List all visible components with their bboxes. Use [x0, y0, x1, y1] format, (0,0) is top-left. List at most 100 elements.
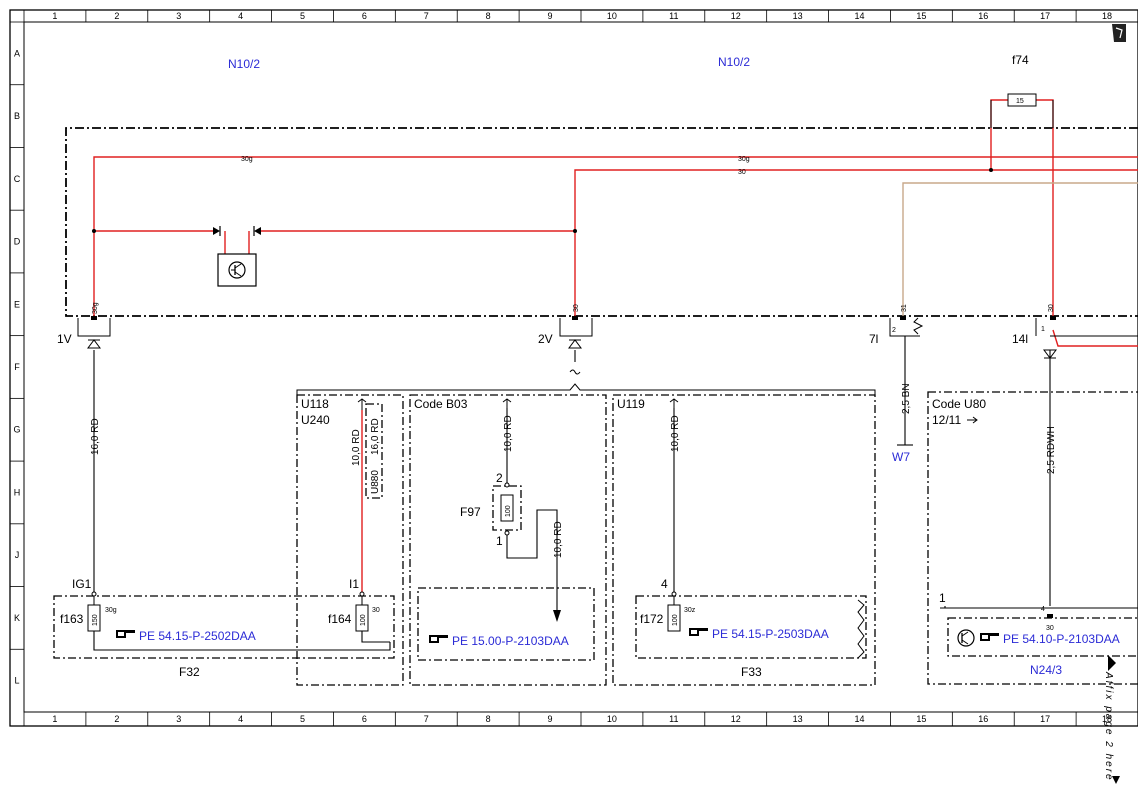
- grid-col-label-13: 13: [793, 11, 803, 21]
- grid-col-label-17: 17: [1040, 11, 1050, 21]
- grid-labels: 1122334455667788991010111112121313141415…: [13, 11, 1112, 724]
- terminal-4b: 4: [1041, 606, 1045, 613]
- reference-pe3[interactable]: PE 54.15-P-2503DAA: [712, 627, 829, 641]
- gauge-10rd-b: 10,0 RD: [503, 415, 514, 452]
- hand-pointer-icon: [429, 635, 448, 643]
- grid-col-label-11: 11: [669, 714, 678, 724]
- grid-col-label-11: 11: [669, 11, 678, 21]
- f164-pin: 30: [372, 607, 380, 614]
- wire-label-30g-left: 30g: [241, 156, 253, 163]
- f97-pin-2: 2: [496, 471, 503, 485]
- u80-ref-arrow: [967, 416, 978, 424]
- small-terminals: [91, 482, 677, 597]
- n24-3-pin: [1047, 614, 1053, 618]
- code-u240: U240: [301, 413, 330, 427]
- grid-col-label-17: 17: [1040, 714, 1050, 724]
- grid-col-label-18: 18: [1102, 11, 1112, 21]
- f172-value: 100: [672, 614, 679, 626]
- gauge-16rd-b: 16,0 RD: [370, 418, 381, 455]
- label-n24-3: N24/3: [1030, 663, 1062, 677]
- tilde-mark: [569, 369, 581, 375]
- brown-wire: [902, 182, 1138, 318]
- n24-3-transistor: [957, 629, 975, 647]
- f97-pin-1: 1: [496, 534, 503, 548]
- grid-col-label-6: 6: [362, 11, 367, 21]
- grid-col-label-13: 13: [793, 714, 803, 724]
- terminal-hooks: [357, 398, 679, 410]
- gauge-25bn: 2,5 BN: [901, 383, 912, 414]
- grid-col-label-5: 5: [300, 11, 305, 21]
- f97-value: 100: [505, 505, 512, 517]
- f163-pin: 30g: [105, 607, 117, 614]
- label-f32: F32: [179, 665, 200, 679]
- gauge-10rd-a: 10,0 RD: [351, 429, 362, 466]
- transistor-symbol: [217, 253, 257, 287]
- diode-left: [213, 226, 221, 236]
- hand-pointer-icon: [689, 628, 708, 636]
- connector-7l: 7l: [869, 332, 878, 346]
- coil-symbol: [913, 317, 924, 335]
- f172-pin: 30z: [684, 607, 696, 614]
- label-n10-2-left: N10/2: [228, 57, 260, 71]
- terminal-4: 4: [661, 577, 668, 591]
- grid-row-label-G: G: [13, 425, 20, 435]
- code-u118: U118: [301, 397, 329, 411]
- grid-col-label-1: 1: [52, 11, 57, 21]
- grid-ruler: [10, 10, 1077, 726]
- label-f74: f74: [1012, 53, 1029, 67]
- grid-col-label-10: 10: [607, 714, 617, 724]
- grid-col-label-5: 5: [300, 714, 305, 724]
- code-u880: U880: [370, 470, 381, 494]
- grid-col-label-15: 15: [916, 714, 926, 724]
- pin-label-30-14l: 30: [1048, 304, 1055, 312]
- fuse-f74: [990, 93, 1054, 128]
- grid-col-label-9: 9: [548, 11, 553, 21]
- reference-pe1[interactable]: PE 54.15-P-2502DAA: [139, 629, 256, 643]
- connector-2v: 2V: [538, 332, 553, 346]
- gauge-16rd: 16,0 RD: [90, 418, 101, 455]
- grid-row-label-E: E: [14, 299, 20, 309]
- hand-pointer-icon: [116, 630, 135, 638]
- pin-label-2: 2: [892, 327, 896, 334]
- hand-pointer-icon: [980, 633, 999, 641]
- label-n10-2-right: N10/2: [718, 55, 750, 69]
- reference-pe4[interactable]: PE 54.10-P-2103DAA: [1003, 632, 1120, 646]
- reference-hand-icons: [116, 628, 999, 643]
- grid-col-label-16: 16: [978, 714, 988, 724]
- grid-row-label-A: A: [14, 48, 20, 58]
- connector-arrows: [87, 339, 1057, 622]
- label-f74-value: 15: [1016, 98, 1024, 105]
- wire-label-30g-right: 30g: [738, 156, 750, 163]
- grid-col-label-4: 4: [238, 714, 243, 724]
- break-mark-f33: [857, 599, 865, 659]
- grid-col-label-15: 15: [916, 11, 926, 21]
- grid-col-label-9: 9: [548, 714, 553, 724]
- code-u80-ref: 12/11: [932, 413, 961, 427]
- label-f163: f163: [60, 612, 84, 626]
- grid-row-label-B: B: [14, 111, 20, 121]
- label-f172: f172: [640, 612, 664, 626]
- label-f97: F97: [460, 505, 481, 519]
- labels: N10/2 N10/2 f74 15 30g 30g 30 30g 30 31 …: [57, 53, 1120, 782]
- reference-pe2[interactable]: PE 15.00-P-2103DAA: [452, 634, 569, 648]
- connector-14l: 14l: [1012, 332, 1028, 346]
- pin-label-1: 1: [1041, 326, 1045, 333]
- wire-label-30: 30: [738, 169, 746, 176]
- f163-value: 150: [92, 614, 99, 626]
- grid-col-label-2: 2: [114, 11, 119, 21]
- fuse-leads: [93, 596, 675, 605]
- grid-col-label-3: 3: [176, 714, 181, 724]
- grid-row-label-K: K: [14, 613, 20, 623]
- n24-pin: 30: [1046, 625, 1054, 632]
- grid-col-label-16: 16: [978, 11, 988, 21]
- connector-1v: 1V: [57, 332, 72, 346]
- connector-shells: [77, 318, 1037, 337]
- grid-col-label-7: 7: [424, 11, 429, 21]
- outer-frame: [9, 9, 1138, 727]
- red-wires: [93, 99, 1138, 596]
- f164-value: 100: [360, 614, 367, 626]
- branch-brace: [296, 383, 876, 395]
- grid-row-label-D: D: [14, 237, 21, 247]
- grid-col-label-14: 14: [854, 714, 864, 724]
